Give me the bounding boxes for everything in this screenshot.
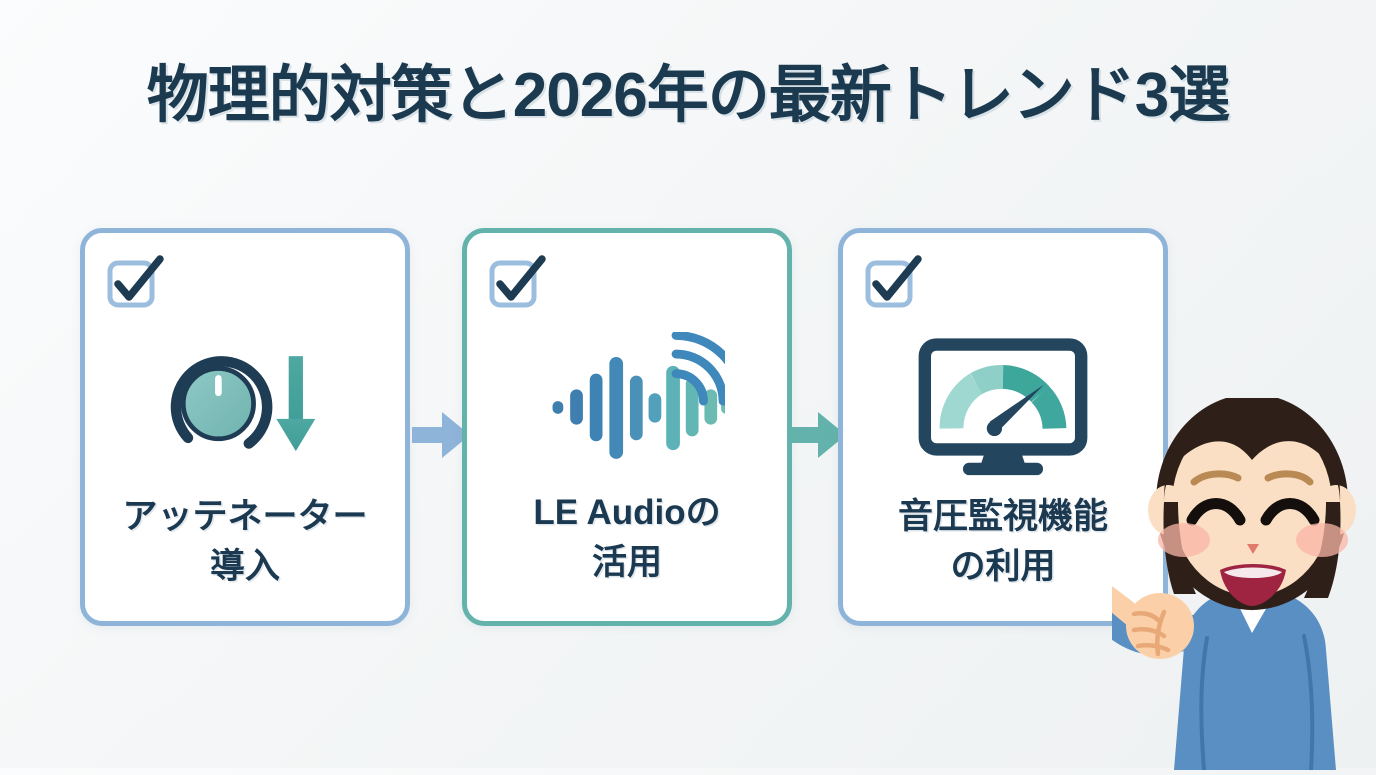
step-card-label-3: 音圧監視機能 の利用 [851, 492, 1155, 594]
step-card-1[interactable]: アッテネーター 導入 [80, 228, 410, 626]
checkbox-checked-icon-3[interactable] [865, 255, 923, 311]
step-label-line-1: アッテネーター [122, 496, 368, 536]
arrow-step2-to-step3 [788, 408, 848, 462]
step-icon-area-3 [843, 311, 1163, 501]
step-label-line-1: LE Audioの [533, 492, 721, 532]
step-card-3[interactable]: 音圧監視機能 の利用 [838, 228, 1168, 626]
step-label-line-2: 活用 [591, 543, 662, 583]
step-label-line-1: 音圧監視機能 [897, 496, 1108, 536]
audio-waveform-wireless-icon [552, 332, 725, 459]
step-icon-area-1 [85, 311, 405, 501]
step-card-label-1: アッテネーター 導入 [93, 492, 397, 594]
checkbox-checked-icon-1[interactable] [107, 255, 165, 311]
page-title: 物理的対策と2026年の最新トレンド3選 [146, 61, 1230, 130]
step-card-2[interactable]: LE Audioの 活用 [462, 228, 792, 626]
volume-knob-down-icon [170, 355, 316, 451]
step-label-line-2: の利用 [950, 547, 1056, 587]
pointing-woman-illustration [1073, 394, 1376, 772]
monitor-gauge-icon [918, 337, 1088, 475]
step-label-line-2: 導入 [209, 547, 280, 587]
step-card-label-2: LE Audioの 活用 [475, 488, 779, 590]
arrow-step1-to-step2 [412, 408, 472, 462]
step-icon-area-2 [467, 311, 787, 501]
checkbox-checked-icon-2[interactable] [489, 255, 547, 311]
